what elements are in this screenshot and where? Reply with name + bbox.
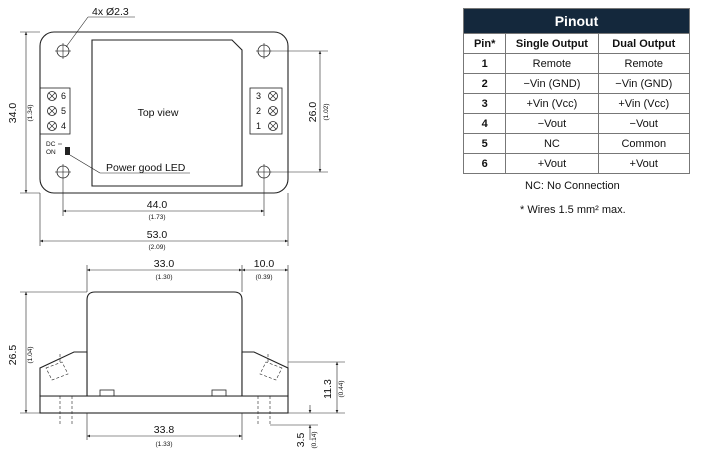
- terminal-screw: [47, 121, 57, 131]
- hole-note: 4x Ø2.3: [92, 6, 129, 18]
- terminal-screw: [47, 106, 57, 116]
- side-tab: [99, 389, 115, 397]
- side-base: [39, 395, 289, 414]
- mounting-holes: [55, 43, 272, 180]
- dim-height-top: 34.0: [7, 103, 19, 124]
- dim-pin-length-in: (0.14): [311, 432, 318, 449]
- pinout-header-pin: Pin*: [462, 33, 507, 54]
- top-view: Top view 4x Ø2.3 6 5: [7, 6, 330, 251]
- note-wires: * Wires 1.5 mm² max.: [520, 204, 626, 216]
- single-output-cell: +Vin (Vcc): [505, 93, 599, 114]
- dual-output-cell: +Vin (Vcc): [597, 93, 691, 114]
- table-row: 3 +Vin (Vcc) +Vin (Vcc): [462, 93, 691, 114]
- terminal-screw: [268, 91, 278, 101]
- terminal-number: 4: [61, 121, 66, 131]
- pinout-header-single: Single Output: [505, 33, 599, 54]
- dual-output-cell: −Vout: [597, 113, 691, 134]
- dim-top-width: 33.0: [154, 258, 175, 270]
- dim-offset: 10.0: [254, 258, 275, 270]
- terminal-number: 5: [61, 106, 66, 116]
- single-output-cell: −Vin (GND): [505, 73, 599, 94]
- side-module: [86, 291, 243, 397]
- mounting-hole-tr: [256, 43, 272, 59]
- pin-number: 4: [462, 113, 507, 134]
- dim-terminal-height-in: (0.44): [338, 381, 345, 398]
- pin-number: 1: [462, 53, 507, 74]
- dim-base-width: 33.8: [154, 424, 175, 436]
- pin-number: 2: [462, 73, 507, 94]
- pinout-table: Pinout Pin* Single Output Dual Output 1 …: [462, 8, 691, 174]
- power-good-led: [65, 147, 70, 155]
- dim-hole-pitch-h: 44.0: [147, 199, 168, 211]
- side-view: 33.0 (1.30) 10.0 (0.39) 26.5 (1.04) 11.3…: [7, 258, 345, 448]
- dim-hole-pitch-h-in: (1.73): [149, 214, 166, 221]
- mounting-hole-tl: [55, 43, 71, 59]
- led-label: Power good LED: [106, 162, 186, 174]
- pin-number: 6: [462, 153, 507, 174]
- terminal-number: 6: [61, 91, 66, 101]
- terminal-number: 2: [256, 106, 261, 116]
- pinout-title: Pinout: [463, 8, 690, 34]
- dim-width-top: 53.0: [147, 229, 168, 241]
- pin-number: 5: [462, 133, 507, 154]
- terminal-number: 1: [256, 121, 261, 131]
- single-output-cell: −Vout: [505, 113, 599, 134]
- right-terminal-block: 3 2 1: [249, 87, 283, 135]
- switch-label-dc: DC: [46, 141, 56, 148]
- terminal-screw: [47, 91, 57, 101]
- dual-output-cell: +Vout: [597, 153, 691, 174]
- dim-width-top-in: (2.09): [149, 244, 166, 251]
- left-terminal-block: 6 5 4: [39, 87, 71, 135]
- pin-number: 3: [462, 93, 507, 114]
- table-row: 4 −Vout −Vout: [462, 113, 691, 134]
- single-output-cell: +Vout: [505, 153, 599, 174]
- dual-output-cell: −Vin (GND): [597, 73, 691, 94]
- terminal-number: 3: [256, 91, 261, 101]
- side-tab: [211, 389, 227, 397]
- dual-output-cell: Remote: [597, 53, 691, 74]
- mounting-hole-bl: [55, 164, 71, 180]
- pinout-header-dual: Dual Output: [597, 33, 691, 54]
- top-view-module: [91, 39, 243, 187]
- dim-terminal-height: 11.3: [322, 379, 334, 399]
- dim-top-width-in: (1.30): [156, 274, 173, 281]
- dim-side-height-in: (1.04): [27, 347, 34, 364]
- dim-height-top-in: (1.34): [27, 105, 34, 122]
- table-row: 5 NC Common: [462, 133, 691, 154]
- dim-base-width-in: (1.33): [156, 441, 173, 448]
- table-row: 6 +Vout +Vout: [462, 153, 691, 174]
- switch-label-on: ON: [46, 149, 56, 156]
- table-row: 2 −Vin (GND) −Vin (GND): [462, 73, 691, 94]
- dim-side-height: 26.5: [7, 345, 19, 366]
- table-row: 1 Remote Remote: [462, 53, 691, 74]
- terminal-screw: [268, 121, 278, 131]
- top-view-label: Top view: [138, 107, 179, 119]
- single-output-cell: NC: [505, 133, 599, 154]
- note-nc: NC: No Connection: [525, 180, 620, 192]
- single-output-cell: Remote: [505, 53, 599, 74]
- dual-output-cell: Common: [597, 133, 691, 154]
- dim-hole-pitch-v-in: (1.02): [323, 104, 330, 121]
- mounting-hole-br: [256, 164, 272, 180]
- dim-hole-pitch-v: 26.0: [307, 102, 319, 123]
- terminal-screw: [268, 106, 278, 116]
- side-terminal-left: [39, 351, 88, 397]
- dim-pin-length: 3.5: [295, 433, 307, 448]
- dim-offset-in: (0.39): [256, 274, 273, 281]
- side-terminal-right: [241, 351, 289, 397]
